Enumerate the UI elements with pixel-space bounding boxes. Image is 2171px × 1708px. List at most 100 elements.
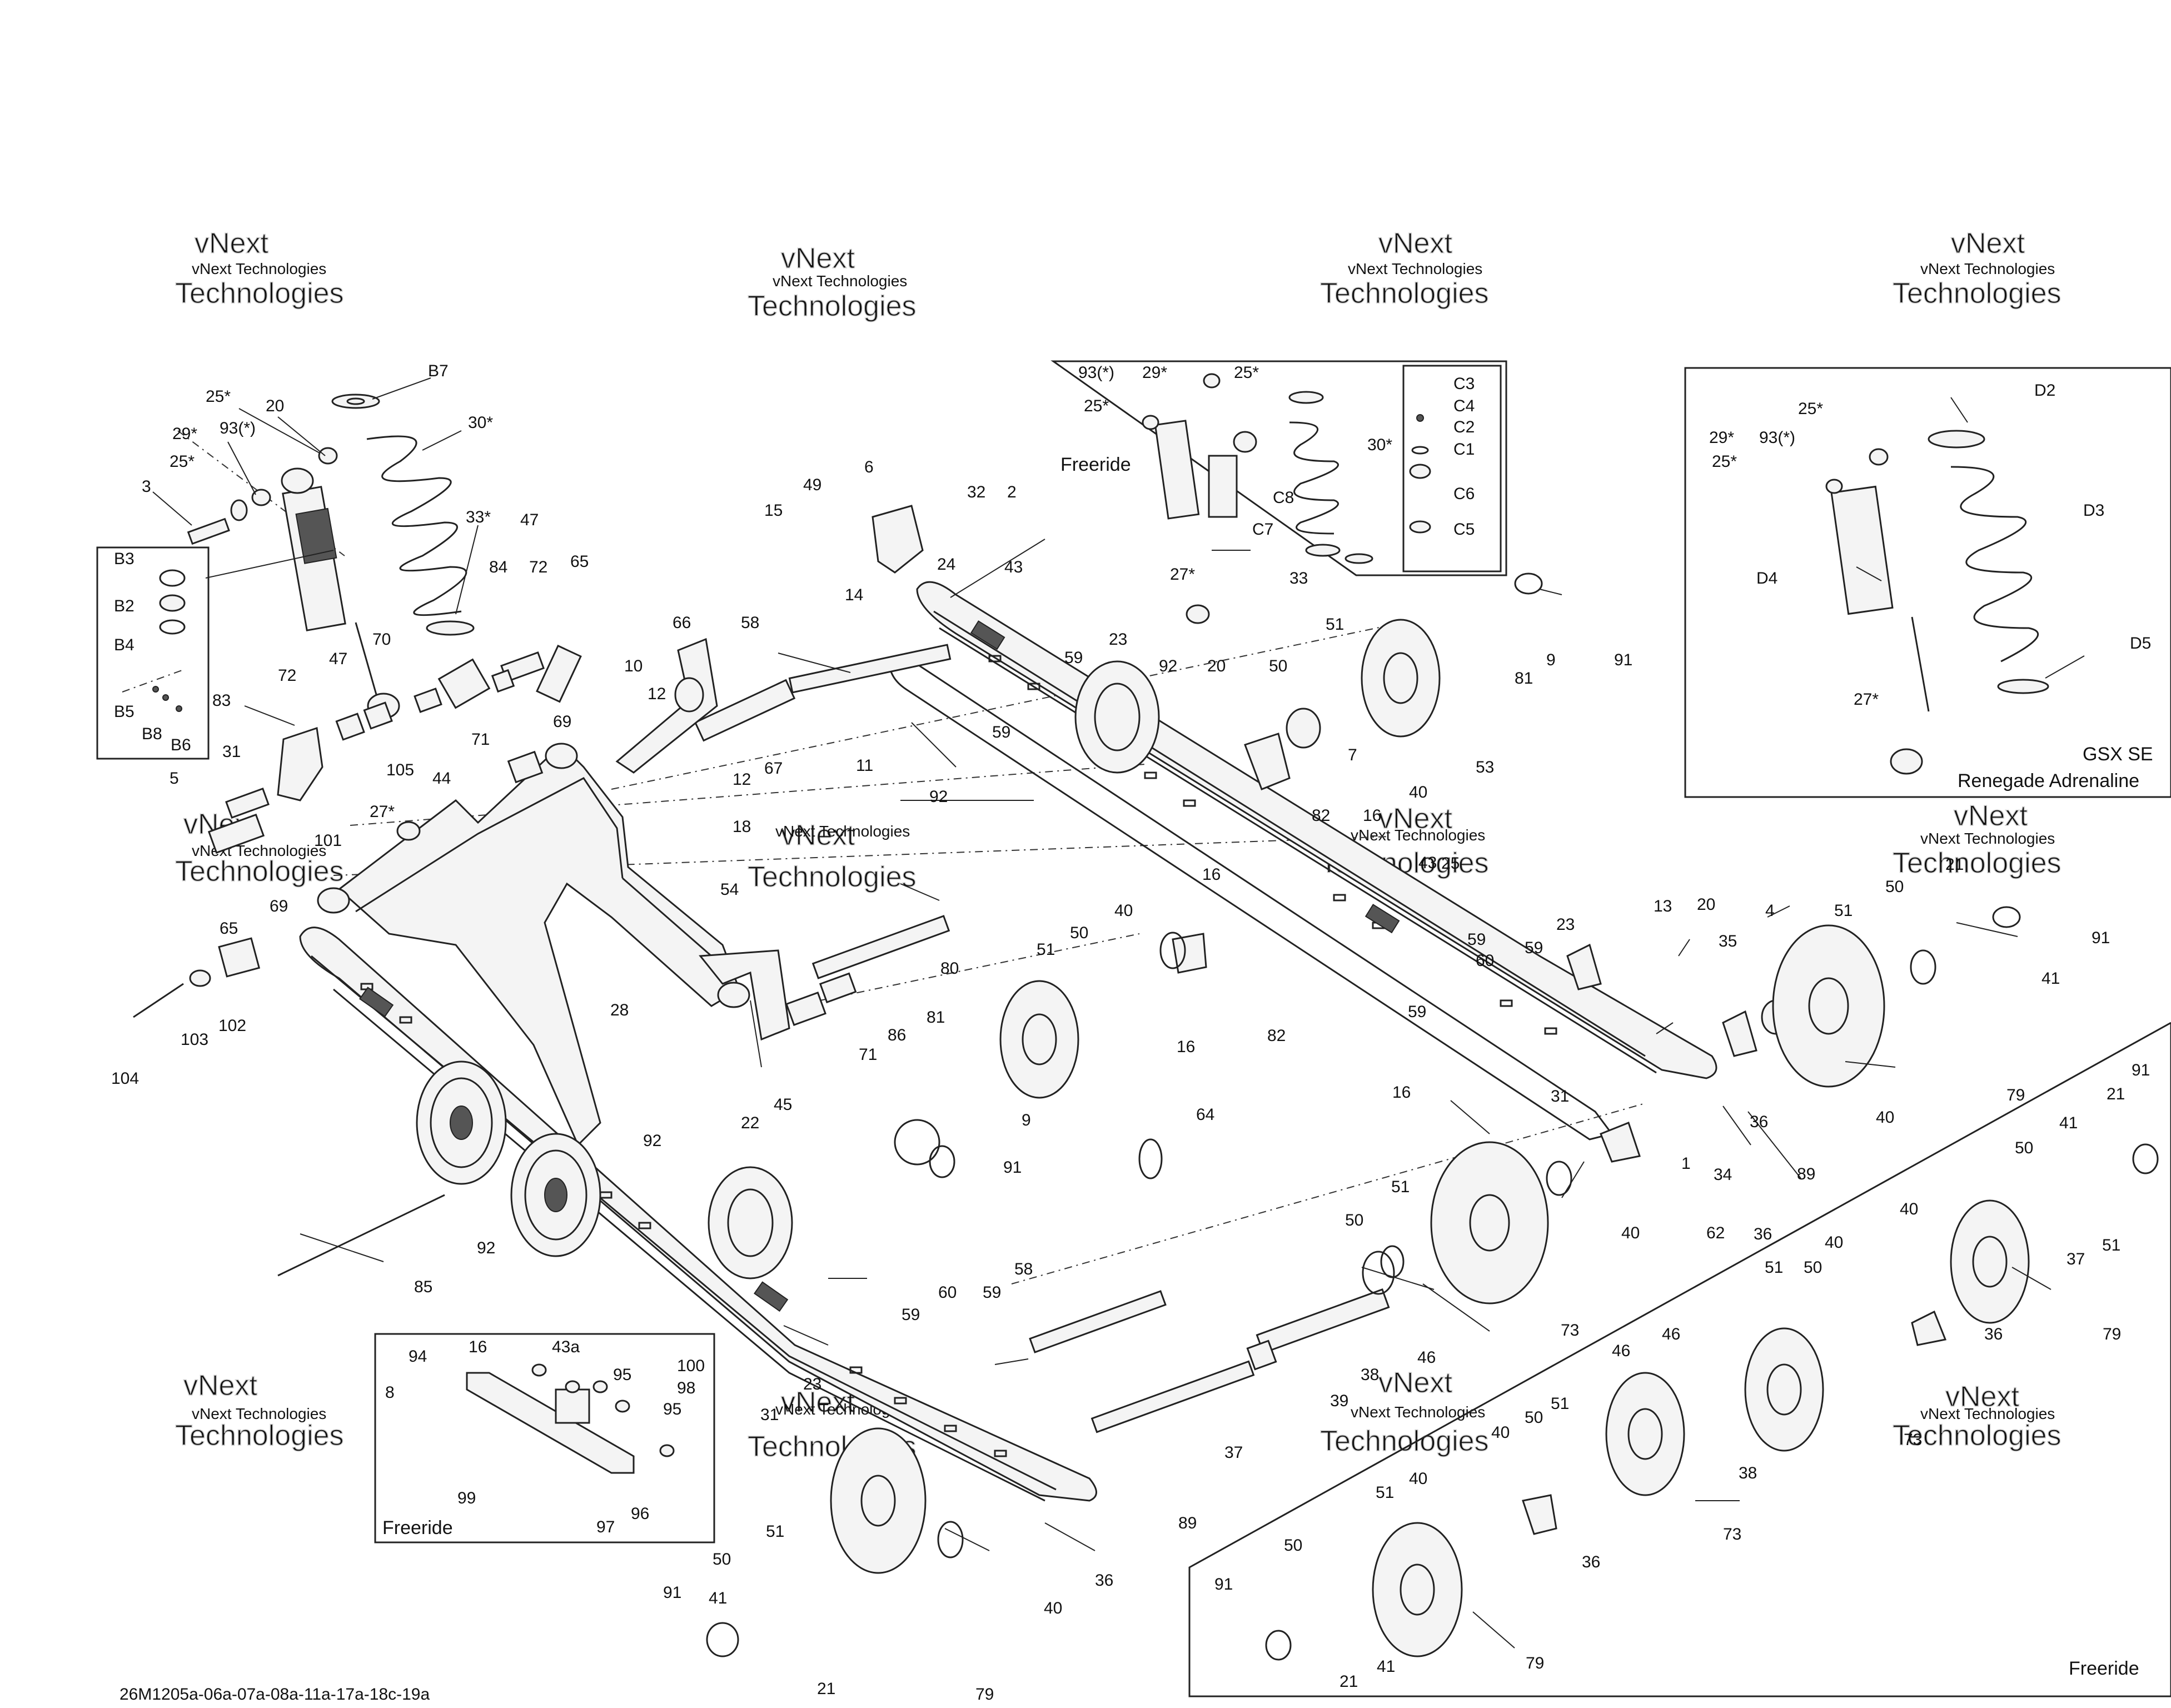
callout-16: 16 xyxy=(1202,865,1221,884)
svg-text:Technologies: Technologies xyxy=(1893,277,2062,310)
callout-27s: 27* xyxy=(370,803,395,821)
svg-text:Technologies: Technologies xyxy=(748,861,917,893)
callout-58: 58 xyxy=(741,614,759,632)
callout-50: 50 xyxy=(1284,1536,1302,1555)
callout-67: 67 xyxy=(764,759,783,778)
callout-43a: 43a xyxy=(552,1338,580,1356)
callout-98: 98 xyxy=(677,1379,695,1397)
callout-20: 20 xyxy=(1697,895,1715,914)
callout-86: 86 xyxy=(888,1026,906,1044)
callout-51: 51 xyxy=(1765,1258,1783,1277)
callout-51: 51 xyxy=(1834,902,1853,920)
callout-18: 18 xyxy=(733,818,751,836)
callout-105: 105 xyxy=(386,761,414,779)
callout-99: 99 xyxy=(457,1489,476,1507)
callout-29s: 29* xyxy=(1142,363,1167,382)
callout-27s: 27* xyxy=(1854,690,1879,709)
inset-boxes xyxy=(96,360,2171,1697)
callout-16: 16 xyxy=(469,1338,487,1356)
callout-79: 79 xyxy=(2103,1325,2121,1343)
callout-16: 16 xyxy=(1392,1083,1411,1102)
callout-51: 51 xyxy=(1551,1395,1569,1413)
callout-10: 10 xyxy=(624,657,643,675)
svg-text:vNext: vNext xyxy=(183,1370,257,1402)
callout-34: 34 xyxy=(1714,1166,1732,1184)
drawing-id: 26M1205a-06a-07a-08a-11a-17a-18c-19a xyxy=(119,1685,430,1704)
callout-C1: C1 xyxy=(1453,440,1475,459)
svg-text:vNext Technologies: vNext Technologies xyxy=(1920,1405,2055,1422)
callout-93: 93(*) xyxy=(1759,429,1795,447)
svg-text:vNext Technologies: vNext Technologies xyxy=(1920,830,2055,847)
callout-21: 21 xyxy=(1945,855,1964,874)
callout-C7: C7 xyxy=(1252,520,1273,539)
callout-labels: B7 30* 25* 20 29* 93(*) 25* 3 33* 47 84 … xyxy=(111,362,2153,1704)
callout-4: 4 xyxy=(1765,902,1775,920)
callout-73: 73 xyxy=(1561,1321,1579,1339)
freeride-wheels-inset-box xyxy=(1188,1022,2171,1697)
callout-72: 72 xyxy=(278,666,296,685)
callout-50: 50 xyxy=(1345,1211,1363,1229)
callout-41: 41 xyxy=(709,1589,727,1607)
svg-text:vNext Technologies: vNext Technologies xyxy=(192,842,326,859)
callout-36: 36 xyxy=(1582,1553,1600,1571)
callout-51: 51 xyxy=(1326,615,1344,634)
callout-59: 59 xyxy=(1467,930,1486,949)
callout-D3: D3 xyxy=(2083,501,2104,520)
callout-25s: 25* xyxy=(1084,397,1109,415)
svg-text:Technologies: Technologies xyxy=(175,855,344,888)
shock-seal-inset-box xyxy=(96,546,210,760)
callout-40: 40 xyxy=(1621,1224,1640,1242)
svg-text:vNext Technologies: vNext Technologies xyxy=(1920,260,2055,277)
callout-31: 31 xyxy=(1551,1087,1569,1106)
callout-2: 2 xyxy=(1007,483,1017,501)
callout-B5: B5 xyxy=(114,703,135,721)
callout-97: 97 xyxy=(596,1518,615,1536)
callout-C4: C4 xyxy=(1453,397,1475,415)
callout-30s: 30* xyxy=(1367,436,1392,454)
gsx-shock-inset-box xyxy=(1684,367,2171,798)
callout-96: 96 xyxy=(631,1505,649,1523)
callout-81: 81 xyxy=(927,1008,945,1027)
callout-B8: B8 xyxy=(142,725,162,743)
top-parts xyxy=(277,505,1390,1433)
callout-C3: C3 xyxy=(1453,375,1475,393)
callout-23: 23 xyxy=(1556,915,1575,934)
callout-91: 91 xyxy=(663,1583,681,1602)
callout-64: 64 xyxy=(1196,1106,1214,1124)
callout-71: 71 xyxy=(471,730,490,749)
left-rail xyxy=(299,927,1097,1502)
callout-16: 16 xyxy=(1363,806,1381,825)
freeride-shock-parts xyxy=(1142,373,1431,624)
callout-23: 23 xyxy=(803,1375,821,1393)
callout-3: 3 xyxy=(142,477,151,496)
leader-lines xyxy=(152,377,2085,1649)
svg-text:Technologies: Technologies xyxy=(1320,277,1489,310)
callout-62: 62 xyxy=(1706,1224,1725,1242)
callout-5: 5 xyxy=(170,769,179,788)
callout-40: 40 xyxy=(1900,1200,1918,1218)
callout-12: 12 xyxy=(733,770,751,789)
callout-91: 91 xyxy=(1003,1158,1022,1177)
svg-text:vNext: vNext xyxy=(1378,227,1452,260)
callout-29s: 29* xyxy=(1709,429,1734,447)
callout-104: 104 xyxy=(111,1069,139,1088)
callout-27s: 27* xyxy=(1170,565,1195,584)
callout-21: 21 xyxy=(817,1680,835,1698)
svg-text:vNext Technologies: vNext Technologies xyxy=(192,260,326,277)
callout-8: 8 xyxy=(385,1383,395,1402)
callout-1: 1 xyxy=(1681,1154,1691,1173)
callout-24: 24 xyxy=(937,555,955,574)
callout-21: 21 xyxy=(2107,1085,2125,1103)
callout-9: 9 xyxy=(1546,651,1556,669)
callout-71: 71 xyxy=(859,1045,877,1064)
callout-51: 51 xyxy=(1376,1483,1394,1502)
callout-B4: B4 xyxy=(114,636,135,654)
freeride-slider-title: Freeride xyxy=(382,1517,453,1538)
svg-text:vNext Technologies: vNext Technologies xyxy=(773,272,907,290)
callout-36: 36 xyxy=(1984,1325,2003,1343)
callout-60: 60 xyxy=(1476,952,1494,970)
callout-60: 60 xyxy=(938,1283,957,1302)
callout-50: 50 xyxy=(1804,1258,1822,1277)
callout-43: 43 xyxy=(1418,854,1437,872)
gsx-shock-parts xyxy=(1825,430,2049,775)
